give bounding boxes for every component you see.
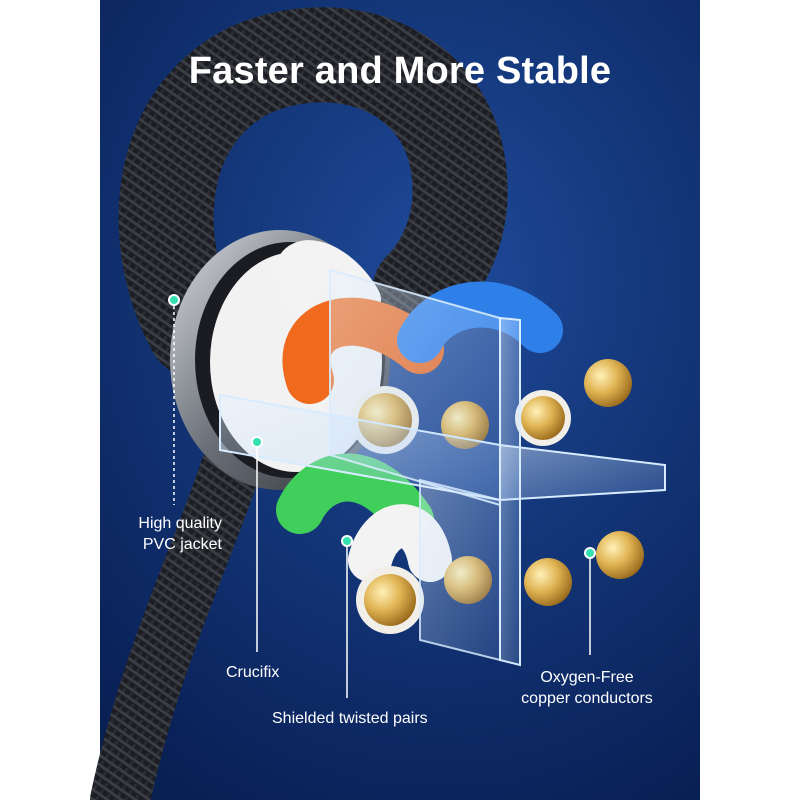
jacket-marker [168, 294, 180, 306]
crucifix-marker [251, 436, 263, 448]
callout-jacket-line1: High quality [138, 515, 222, 532]
callout-lines [173, 300, 591, 698]
copper-marker [584, 547, 596, 559]
callout-copper-line2: copper conductors [521, 690, 653, 707]
left-white-margin [0, 0, 100, 800]
callout-shielded-pairs: Shielded twisted pairs [272, 710, 428, 727]
headline: Faster and More Stable [188, 50, 612, 92]
callout-copper: Oxygen-Free copper conductors [512, 667, 662, 709]
callout-markers [168, 294, 596, 559]
callout-jacket: High quality PVC jacket [118, 513, 222, 555]
callout-copper-line1: Oxygen-Free [540, 669, 634, 686]
right-white-margin [700, 0, 800, 800]
green-pair [276, 453, 434, 544]
shielded-marker [341, 535, 353, 547]
callout-jacket-line2: PVC jacket [142, 536, 222, 553]
braided-cable-tail [90, 440, 260, 800]
crucifix-separator [219, 268, 666, 667]
callout-crucifix: Crucifix [226, 664, 280, 681]
braided-cable-loop [118, 7, 508, 378]
